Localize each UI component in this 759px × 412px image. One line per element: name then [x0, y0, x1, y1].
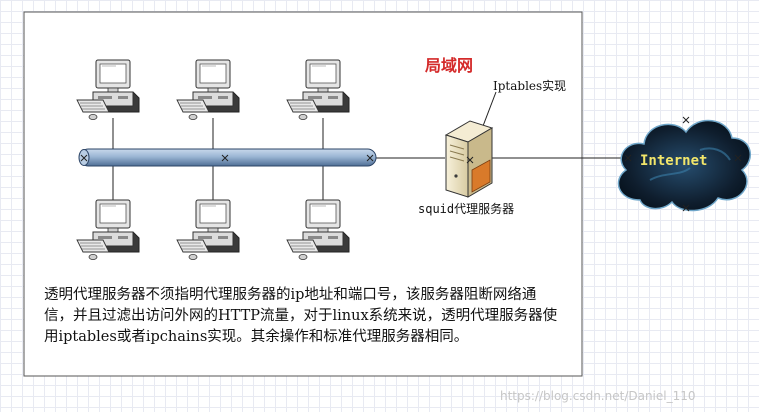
lan-title: 局域网	[425, 56, 474, 75]
iptables-label: Iptables实现	[493, 79, 567, 93]
watermark: https://blog.csdn.net/Daniel_110	[500, 389, 696, 403]
cloud-icon	[617, 119, 752, 212]
description-text: 透明代理服务器不须指明代理服务器的ip地址和端口号，该服务器阻断网络通信，并且过…	[44, 287, 558, 345]
server-icon	[444, 120, 494, 198]
squid-server-label: squid代理服务器	[418, 202, 515, 216]
lan-bus	[78, 148, 377, 167]
internet-label: Internet	[640, 153, 708, 169]
